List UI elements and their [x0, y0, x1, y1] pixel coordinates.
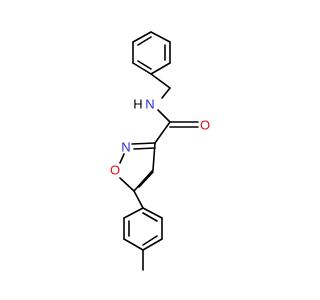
- ring-oxygen-label: O: [110, 163, 120, 178]
- molecule-drawing: N H O N O: [110, 31, 210, 271]
- structure-canvas: N H O N O: [109, 31, 211, 271]
- carbonyl-ring-bond: [154, 121, 171, 144]
- amide-bond: [157, 109, 171, 123]
- amide-hydrogen-label: H: [133, 97, 142, 112]
- methylene-bridge: [150, 73, 171, 99]
- carbonyl-oxygen-label: O: [200, 118, 210, 133]
- isoxazole-ring: [119, 142, 156, 192]
- amide-nitrogen-label: N: [145, 97, 154, 112]
- benzyl-phenyl-ring: [132, 31, 171, 75]
- ring-nitrogen-label: N: [121, 140, 130, 155]
- tolyl-ring: [123, 207, 163, 251]
- biaryl-bond: [133, 190, 144, 209]
- carbonyl-group: [169, 121, 199, 128]
